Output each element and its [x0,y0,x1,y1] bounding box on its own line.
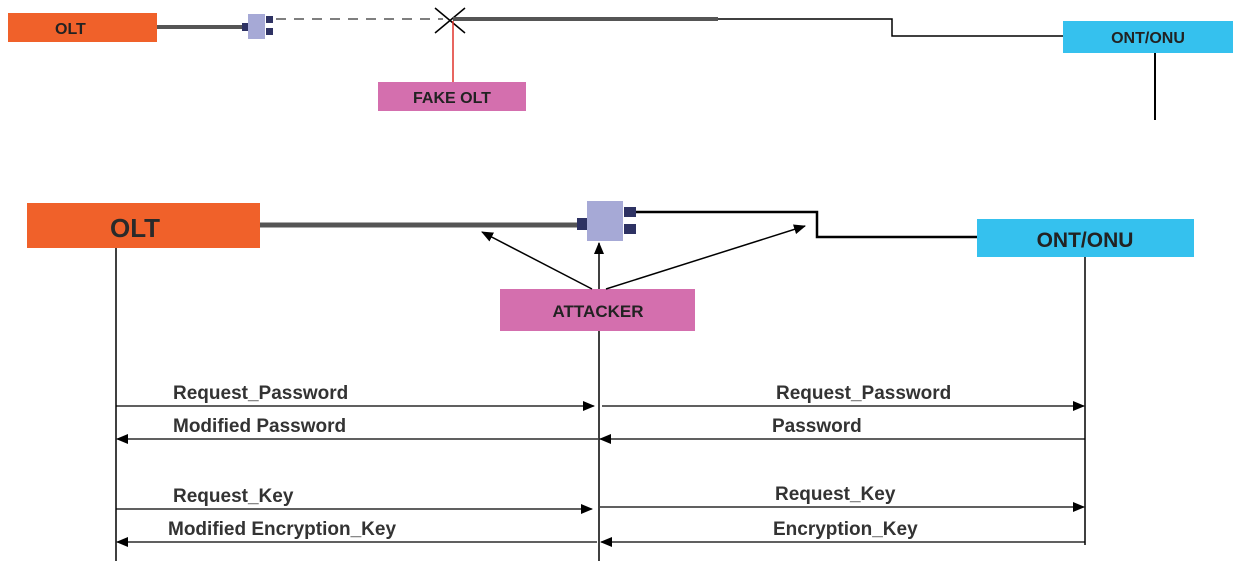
top-drop-line [718,18,1063,37]
top-olt-box [8,13,157,42]
attacker-box [500,289,695,331]
attacker-arrow-ont-link [605,224,806,290]
msg-right-encryption-key: Encryption_Key [773,519,918,540]
fake-olt-box [378,82,526,111]
msg-left-modified-encryption-key: Modified Encryption_Key [168,519,396,540]
bottom-olt-label: OLT [110,213,160,243]
fake-olt-label: FAKE OLT [413,90,491,107]
bottom-splitter [577,201,636,241]
bottom-olt-box [27,203,260,248]
bottom-drop-line [636,210,977,239]
attacker-arrows [481,224,806,290]
msg-right-request-password: Request_Password [776,383,951,404]
top-ont-label: ONT/ONU [1111,30,1185,47]
msg-left-modified-password: Modified Password [173,416,346,437]
bottom-ont-label: ONT/ONU [1037,229,1134,252]
msg-right-password: Password [772,416,862,437]
bottom-scenario: OLT ONT/ONU ATTACKER Request_Passwor [27,201,1194,561]
top-splitter [242,14,273,39]
cut-cross-mark [434,7,466,34]
msg-left-request-password: Request_Password [173,383,348,404]
bottom-ont-box [977,219,1194,257]
msg-right-request-key: Request_Key [775,484,896,505]
attacker-label: ATTACKER [553,302,644,321]
top-scenario: OLT FAKE OLT ONT/ONU [8,7,1233,120]
top-olt-label: OLT [55,21,86,38]
top-ont-box [1063,21,1233,53]
attacker-arrow-olt-link [481,231,593,290]
msg-left-request-key: Request_Key [173,486,294,507]
